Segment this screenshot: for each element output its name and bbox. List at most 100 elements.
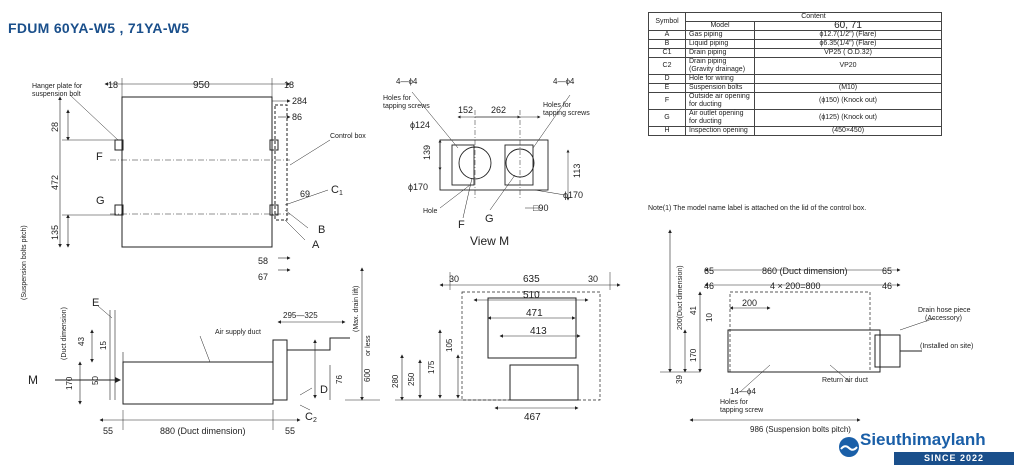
dim-67: 67 (258, 272, 268, 282)
model-value: 60, 71 (754, 21, 942, 31)
duct-880-label: 880 (Duct dimension) (160, 426, 246, 436)
dim-170-rear: 170 (689, 348, 698, 362)
top-view-text: Hanger plate for suspension bolt 18 950 … (21, 80, 366, 300)
drawing-title: FDUM 60YA-W5 , 71YA-W5 (8, 20, 190, 36)
dim-413: 413 (530, 326, 547, 337)
dim-39: 39 (675, 375, 684, 384)
duct-200-v-label: 200(Duct dimension) (677, 265, 684, 330)
air-supply-label: Air supply duct (215, 329, 261, 336)
holes-right-count: 4—ϕ4 (553, 77, 575, 86)
dim-105: 105 (445, 338, 454, 352)
dim-170: 170 (65, 376, 74, 390)
dim-600: 600 (363, 368, 372, 382)
letter-c1: C1 (331, 184, 343, 197)
hanger-label-2: suspension bolt (32, 91, 81, 98)
letter-f-viewm: F (458, 219, 465, 231)
brand-name: Sieuthimaylanh (860, 430, 986, 449)
or-less-label: or less (365, 335, 372, 356)
dim-284: 284 (292, 96, 307, 106)
header-symbol: Symbol (648, 12, 686, 31)
susp-986-label: 986 (Suspension bolts pitch) (750, 425, 851, 434)
letter-f-top: F (96, 151, 103, 163)
drain-hose-label: Drain hose piece (918, 307, 971, 314)
inspection-box (509, 364, 579, 401)
brand-logo[interactable]: Sieuthimaylanh SINCE 2022 (836, 430, 1022, 468)
holes-left-label-1: Holes for (383, 95, 412, 102)
dim-46-right: 46 (882, 281, 892, 291)
installed-label: (Installed on site) (920, 343, 973, 350)
dim-135: 135 (50, 225, 60, 240)
letter-e: E (92, 297, 99, 309)
rear-view (660, 229, 936, 422)
phi170-right-label: ϕ170 (563, 190, 583, 200)
dim-18b: 18 (284, 80, 294, 90)
dim-262: 262 (491, 105, 506, 115)
max-drain-label: (Max. drain lift) (353, 286, 360, 332)
letter-m: M (28, 373, 38, 387)
hole-label: Hole (423, 208, 438, 215)
view-m (411, 91, 571, 219)
holes-left-count: 4—ϕ4 (396, 77, 418, 86)
dim-65-left: 65 (704, 266, 714, 276)
dim-15: 15 (99, 341, 108, 350)
dim-46-left: 46 (704, 281, 714, 291)
dim-28: 28 (50, 122, 60, 132)
control-box-outline (274, 104, 288, 221)
range-295-325: 295—325 (283, 311, 318, 320)
holes-right-label-1: Holes for (543, 102, 572, 109)
holes-right-label-2: tapping screws (543, 110, 590, 117)
unit-outline-front (122, 361, 274, 405)
table-header-row: Symbol Content (648, 12, 942, 31)
duct-860-label: 860 (Duct dimension) (762, 266, 848, 276)
hanger-label: Hanger plate for (32, 83, 83, 90)
side-view (395, 272, 621, 410)
dim-175: 175 (427, 360, 436, 374)
dim-635: 635 (523, 274, 540, 285)
dim-467: 467 (524, 412, 541, 423)
front-view (55, 267, 380, 430)
dim-139: 139 (422, 145, 432, 160)
dim-10: 10 (705, 313, 714, 322)
top-view (58, 78, 331, 272)
dim-30-left: 30 (449, 274, 459, 284)
letter-d: D (320, 384, 328, 396)
holes-left-label-2: tapping screws (383, 103, 430, 110)
holes-bot-count: 14—ϕ4 (730, 387, 756, 396)
dim-55-left: 55 (103, 426, 113, 436)
dim-950: 950 (193, 80, 210, 91)
phi170-left-label: ϕ170 (408, 182, 428, 192)
dim-69: 69 (300, 189, 310, 199)
wave-logo-icon (839, 437, 859, 457)
view-m-text: 4—ϕ4 Holes for tapping screws 4—ϕ4 Holes… (383, 77, 590, 248)
dim-30-right: 30 (588, 274, 598, 284)
letter-a: A (312, 239, 320, 251)
holes-bot-label-1: Holes for (720, 399, 749, 406)
table-note: Note(1) The model name label is attached… (648, 205, 867, 212)
dim-471: 471 (526, 308, 543, 319)
phi124-label: ϕ124 (410, 120, 430, 130)
dim-76: 76 (335, 375, 344, 384)
dim-55-right: 55 (285, 426, 295, 436)
dim-18a: 18 (108, 80, 118, 90)
square-90-label: □90 (533, 203, 548, 213)
holes-bot-label-2: tapping screw (720, 407, 764, 414)
front-view-text: E (Duct dimension) 43 15 50 170 M Air su… (28, 286, 372, 436)
table-model-row: Model 60, 71 (649, 21, 942, 31)
control-box-label: Control box (330, 133, 366, 140)
view-m-title: View M (470, 234, 509, 248)
dim-113: 113 (572, 164, 582, 178)
side-view-text: 30 635 30 510 471 413 105 175 250 280 46… (391, 274, 598, 423)
dim-510: 510 (523, 290, 540, 301)
dim-58: 58 (258, 256, 268, 266)
